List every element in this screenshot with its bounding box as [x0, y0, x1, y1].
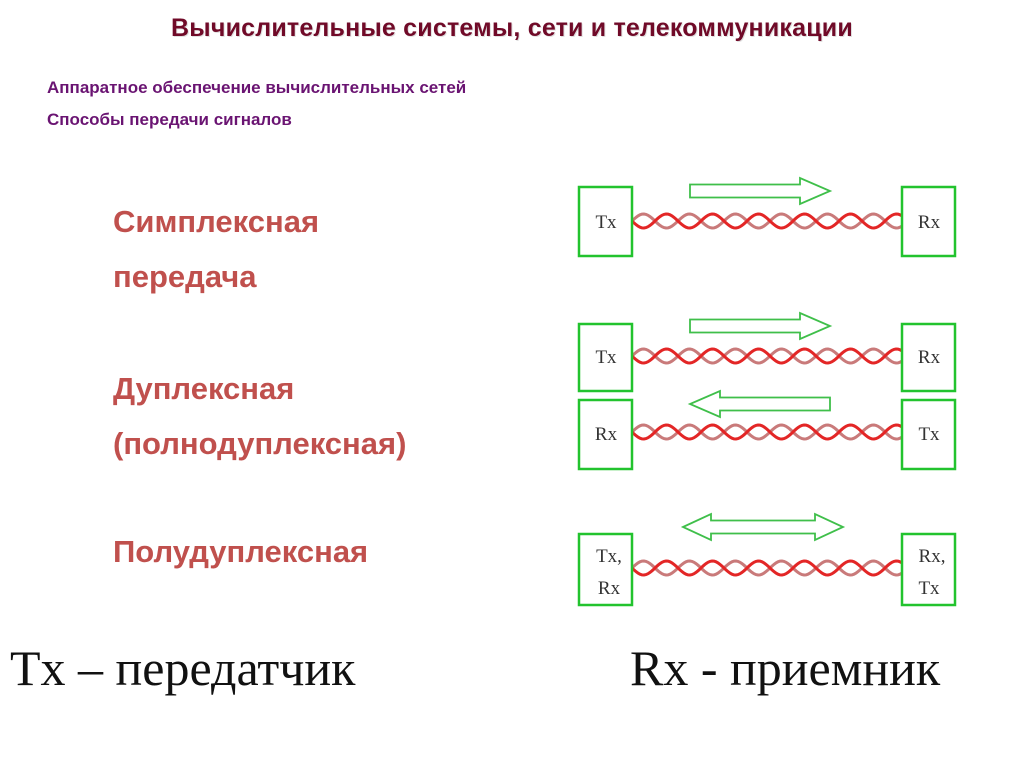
simplex-arrow — [689, 176, 833, 206]
legend-rx-receiver: Rx - приемник — [630, 640, 941, 696]
half-duplex-left-label-line2: Rx — [598, 578, 621, 599]
half-duplex-arrow — [680, 512, 846, 542]
duplex-bottom-left-box — [577, 398, 634, 471]
half-duplex-left-label-line1: Tx, — [596, 546, 622, 567]
half-duplex-cable — [630, 559, 903, 577]
duplex-bottom-right-label: Tx — [918, 424, 940, 445]
simplex-label-line1: Симплексная — [113, 204, 320, 239]
half-duplex-row: Tx, Rx Rx, Tx — [577, 512, 957, 607]
simplex-row: Tx Rx — [577, 176, 957, 258]
duplex-bottom-right-box — [900, 398, 957, 471]
cable-strand-dark — [630, 347, 903, 365]
simplex-right-label: Rx — [918, 212, 941, 233]
half-duplex-left-box — [577, 532, 634, 607]
cable-strand-dark — [630, 559, 903, 577]
simplex-cable — [630, 212, 903, 230]
simplex-left-label: Tx — [595, 212, 617, 233]
duplex-row-bottom: Rx Tx — [577, 389, 957, 471]
cable-strand-dark — [630, 212, 903, 230]
simplex-right-box — [900, 185, 957, 258]
duplex-top-right-label: Rx — [918, 347, 941, 368]
duplex-top-left-box — [577, 322, 634, 393]
duplex-top-arrow — [689, 311, 833, 341]
half-duplex-label: Полудуплексная — [113, 534, 369, 569]
duplex-row-top: Tx Rx — [577, 311, 957, 393]
duplex-top-right-box — [900, 322, 957, 393]
duplex-bottom-left-label: Rx — [595, 424, 618, 445]
half-duplex-right-label-line2: Tx — [918, 578, 940, 599]
duplex-bottom-arrow — [687, 389, 831, 419]
legend-tx-transmitter: Tx – передатчик — [10, 640, 356, 696]
page-title: Вычислительные системы, сети и телекомму… — [171, 14, 853, 42]
half-duplex-right-label-line1: Rx, — [919, 546, 946, 567]
cable-strand-dark — [630, 423, 903, 441]
duplex-top-left-label: Tx — [595, 347, 617, 368]
duplex-bottom-cable — [630, 423, 903, 441]
duplex-top-cable — [630, 347, 903, 365]
duplex-label-line2: (полнодуплексная) — [113, 426, 407, 461]
duplex-label-line1: Дуплексная — [113, 371, 295, 406]
simplex-label-line2: передача — [113, 259, 257, 294]
half-duplex-right-box — [900, 532, 957, 607]
subtitle-hardware: Аппаратное обеспечение вычислительных се… — [47, 78, 467, 97]
subtitle-signal-methods: Способы передачи сигналов — [47, 110, 292, 129]
simplex-left-box — [577, 185, 634, 258]
